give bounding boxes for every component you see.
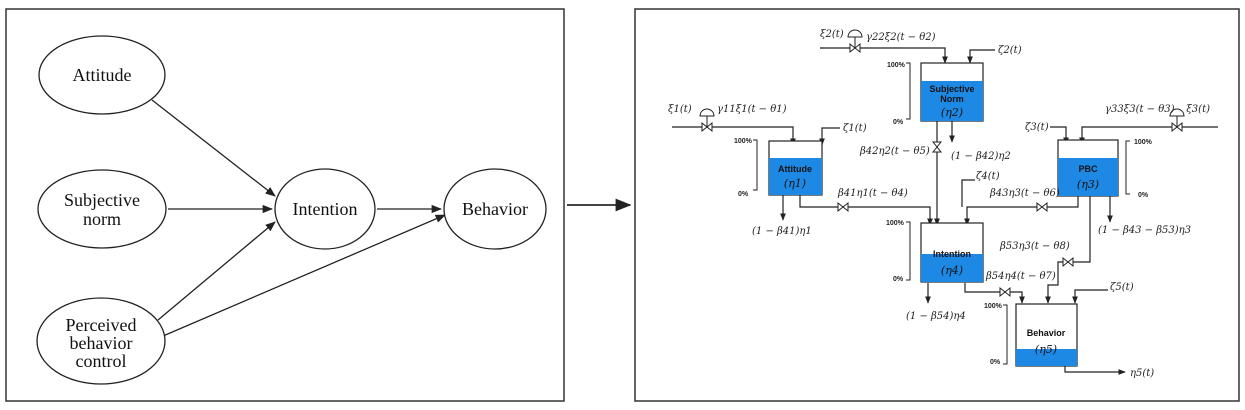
tpb-node-attitude: Attitude <box>38 35 166 115</box>
valve-b54 <box>999 286 1011 298</box>
tank-pbc: PBC (η3) <box>1057 139 1119 197</box>
tank-norm-label-2: Norm <box>940 94 964 104</box>
subjective-norm-label-2: norm <box>83 209 121 229</box>
gauge-labels: 100% 0% 100% 0% 100% 0% 100% 0% 100% 0% <box>734 62 1153 366</box>
math-labels: ξ1(t) γ11ξ1(t − θ1) ζ1(t) ξ2(t) γ22ξ2(t … <box>668 29 1210 379</box>
tpb-node-behavior: Behavior <box>443 168 547 250</box>
term-xi3: ξ3(t) <box>1186 104 1210 115</box>
term-g11: γ11ξ1(t − θ1) <box>717 104 787 115</box>
intention-label: Intention <box>293 199 358 219</box>
term-zeta2: ζ2(t) <box>998 45 1022 56</box>
gauge-intention-empty: 0% <box>893 276 904 283</box>
term-zeta4: ζ4(t) <box>976 171 1000 182</box>
gauge-norm-full: 100% <box>887 62 906 69</box>
term-out5: η5(t) <box>1130 368 1154 379</box>
tank-attitude: Attitude (η1) <box>768 140 823 196</box>
term-zeta1: ζ1(t) <box>843 123 867 134</box>
gauges <box>753 62 1130 365</box>
valve-xi2 <box>847 29 863 54</box>
edge-control-behavior <box>162 214 446 337</box>
tpb-node-perceived-control: Perceived behavior control <box>36 297 166 385</box>
term-b43: β43η3(t − θ6) <box>989 188 1060 199</box>
attitude-label: Attitude <box>73 65 132 85</box>
tank-pbc-sub: (η3) <box>1077 178 1099 191</box>
valve-b43 <box>1036 201 1048 213</box>
control-label-3: control <box>76 351 127 371</box>
gauge-attitude-empty: 0% <box>738 191 749 198</box>
tank-norm-sub: (η2) <box>941 106 963 119</box>
tank-intention: Intention (η4) <box>920 222 984 283</box>
tank-intention-sub: (η4) <box>941 264 963 277</box>
term-out4: (1 − β54)η4 <box>906 311 966 322</box>
control-label-1: Perceived <box>66 315 137 335</box>
term-xi2: ξ2(t) <box>820 29 844 40</box>
behavior-label: Behavior <box>462 199 528 219</box>
valves <box>699 29 1185 298</box>
tank-intention-label: Intention <box>933 249 971 259</box>
term-b41: β41η1(t − θ4) <box>837 188 908 199</box>
edge-attitude-intention <box>151 99 276 197</box>
term-b53: β53η3(t − θ8) <box>999 241 1070 252</box>
gauge-pbc-full: 100% <box>1134 139 1153 146</box>
tpb-edges <box>151 99 446 337</box>
gauge-pbc-empty: 0% <box>1138 192 1149 199</box>
term-out1: (1 − β41)η1 <box>752 226 812 237</box>
tank-attitude-label: Attitude <box>778 164 812 174</box>
term-out3: (1 − β43 − β53)η3 <box>1098 225 1191 236</box>
term-g22: γ22ξ2(t − θ2) <box>866 32 936 43</box>
term-xi1: ξ1(t) <box>668 104 692 115</box>
tank-pbc-label: PBC <box>1078 164 1098 174</box>
valve-xi3 <box>1169 108 1185 133</box>
valve-xi1 <box>699 108 715 133</box>
tank-norm-label-1: Subjective <box>929 84 974 94</box>
tank-subjective-norm: Subjective Norm (η2) <box>920 62 984 122</box>
tank-attitude-sub: (η1) <box>784 177 806 190</box>
control-label-2: behavior <box>70 333 133 353</box>
tank-behavior: Behavior (η5) <box>1015 303 1078 367</box>
valve-b42 <box>931 141 943 153</box>
tpb-node-subjective-norm: Subjective norm <box>37 169 167 249</box>
term-g33: γ33ξ3(t − θ3) <box>1105 104 1175 115</box>
term-b54: β54η4(t − θ7) <box>985 271 1056 282</box>
edge-control-intention <box>157 221 276 321</box>
gauge-attitude-full: 100% <box>734 138 753 145</box>
gauge-intention-full: 100% <box>886 220 905 227</box>
term-out2: (1 − β42)η2 <box>951 151 1011 162</box>
tank-behavior-sub: (η5) <box>1035 343 1057 356</box>
term-zeta5: ζ5(t) <box>1110 282 1134 293</box>
gauge-behavior-empty: 0% <box>990 359 1001 366</box>
gauge-behavior-full: 100% <box>984 303 1003 310</box>
valve-b53 <box>1062 256 1074 268</box>
tank-behavior-label: Behavior <box>1027 328 1066 338</box>
subjective-norm-label-1: Subjective <box>64 190 140 210</box>
gauge-norm-empty: 0% <box>893 119 904 126</box>
valve-b41 <box>837 201 849 213</box>
tpb-node-intention: Intention <box>274 168 376 250</box>
term-zeta3: ζ3(t) <box>1025 122 1049 133</box>
term-b42: β42η2(t − θ5) <box>859 146 930 157</box>
